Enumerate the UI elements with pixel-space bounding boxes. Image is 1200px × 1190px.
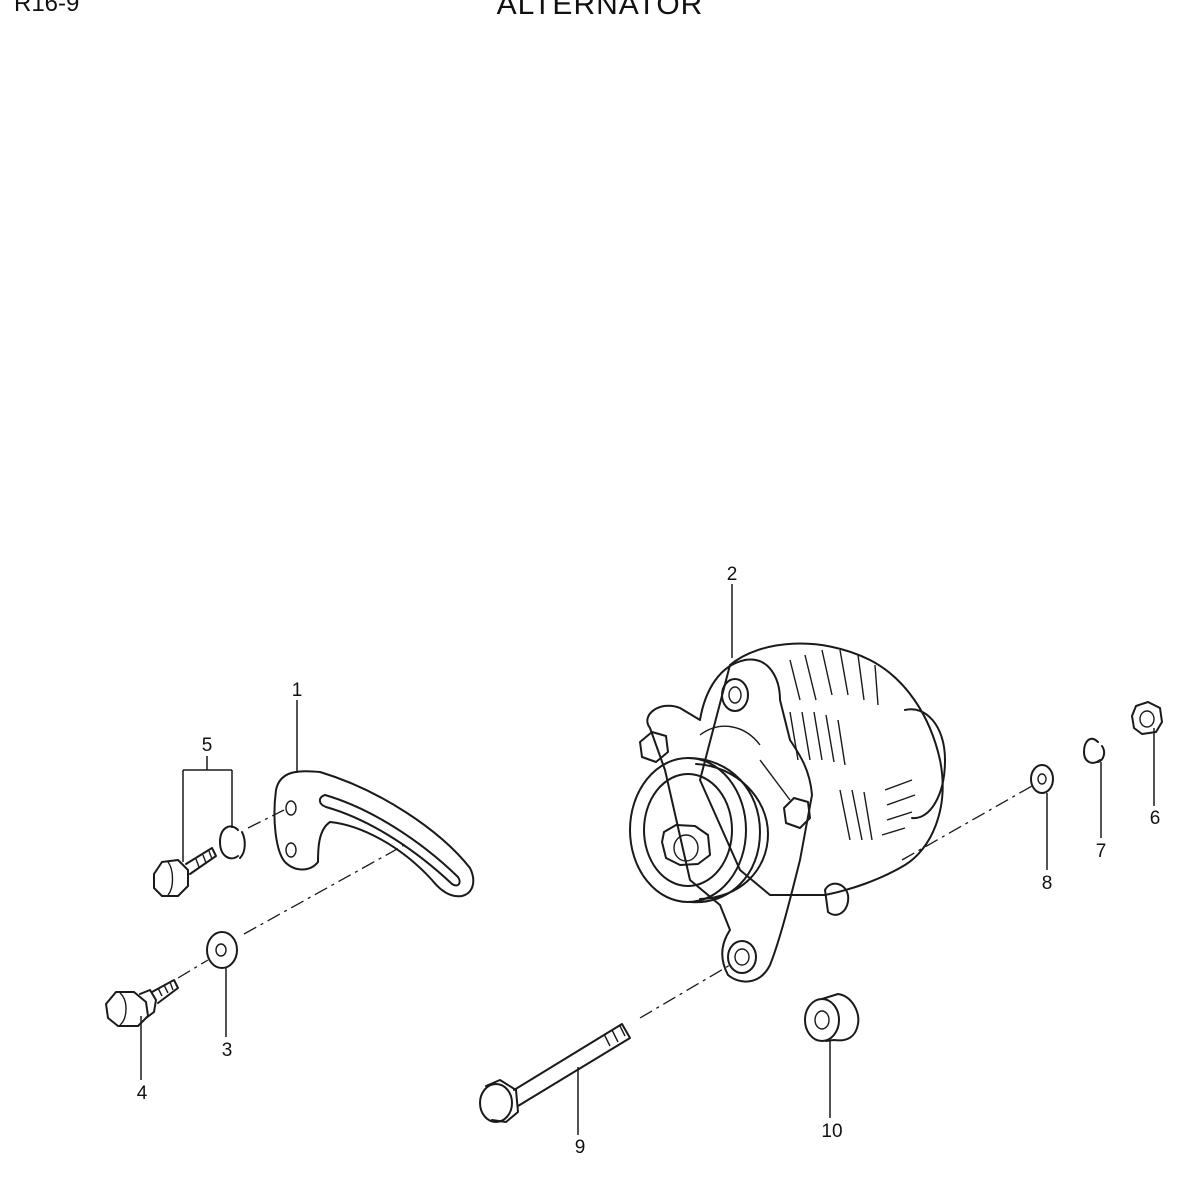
callout-10: 10 bbox=[821, 1121, 842, 1142]
callout-2: 2 bbox=[727, 564, 738, 585]
page-code: R16-9 bbox=[14, 0, 80, 17]
lock-washer-7 bbox=[1083, 737, 1106, 764]
callout-7: 7 bbox=[1096, 841, 1107, 862]
adjusting-bracket bbox=[273, 770, 475, 898]
washer-8 bbox=[1030, 764, 1054, 794]
alternator-assembly bbox=[629, 642, 946, 983]
callout-numbers: 1 2 3 4 5 6 7 8 9 10 bbox=[137, 564, 1161, 1158]
flange-bolt-4 bbox=[105, 979, 179, 1027]
nut-6 bbox=[1131, 701, 1163, 735]
callout-5: 5 bbox=[202, 735, 213, 756]
callout-3: 3 bbox=[222, 1040, 233, 1061]
callout-4: 4 bbox=[137, 1083, 148, 1104]
callout-1: 1 bbox=[292, 680, 303, 701]
bolt-washer-set-5 bbox=[153, 825, 246, 897]
callout-8: 8 bbox=[1042, 873, 1053, 894]
washer-3 bbox=[206, 931, 238, 969]
leader-lines bbox=[140, 584, 1155, 1135]
through-bolt-9 bbox=[479, 1023, 631, 1123]
callout-6: 6 bbox=[1150, 808, 1161, 829]
callout-9: 9 bbox=[575, 1137, 586, 1158]
diagram-title: ALTERNATOR bbox=[496, 0, 704, 21]
assembly-centerlines bbox=[177, 785, 1033, 1019]
spacer-10 bbox=[804, 993, 860, 1042]
